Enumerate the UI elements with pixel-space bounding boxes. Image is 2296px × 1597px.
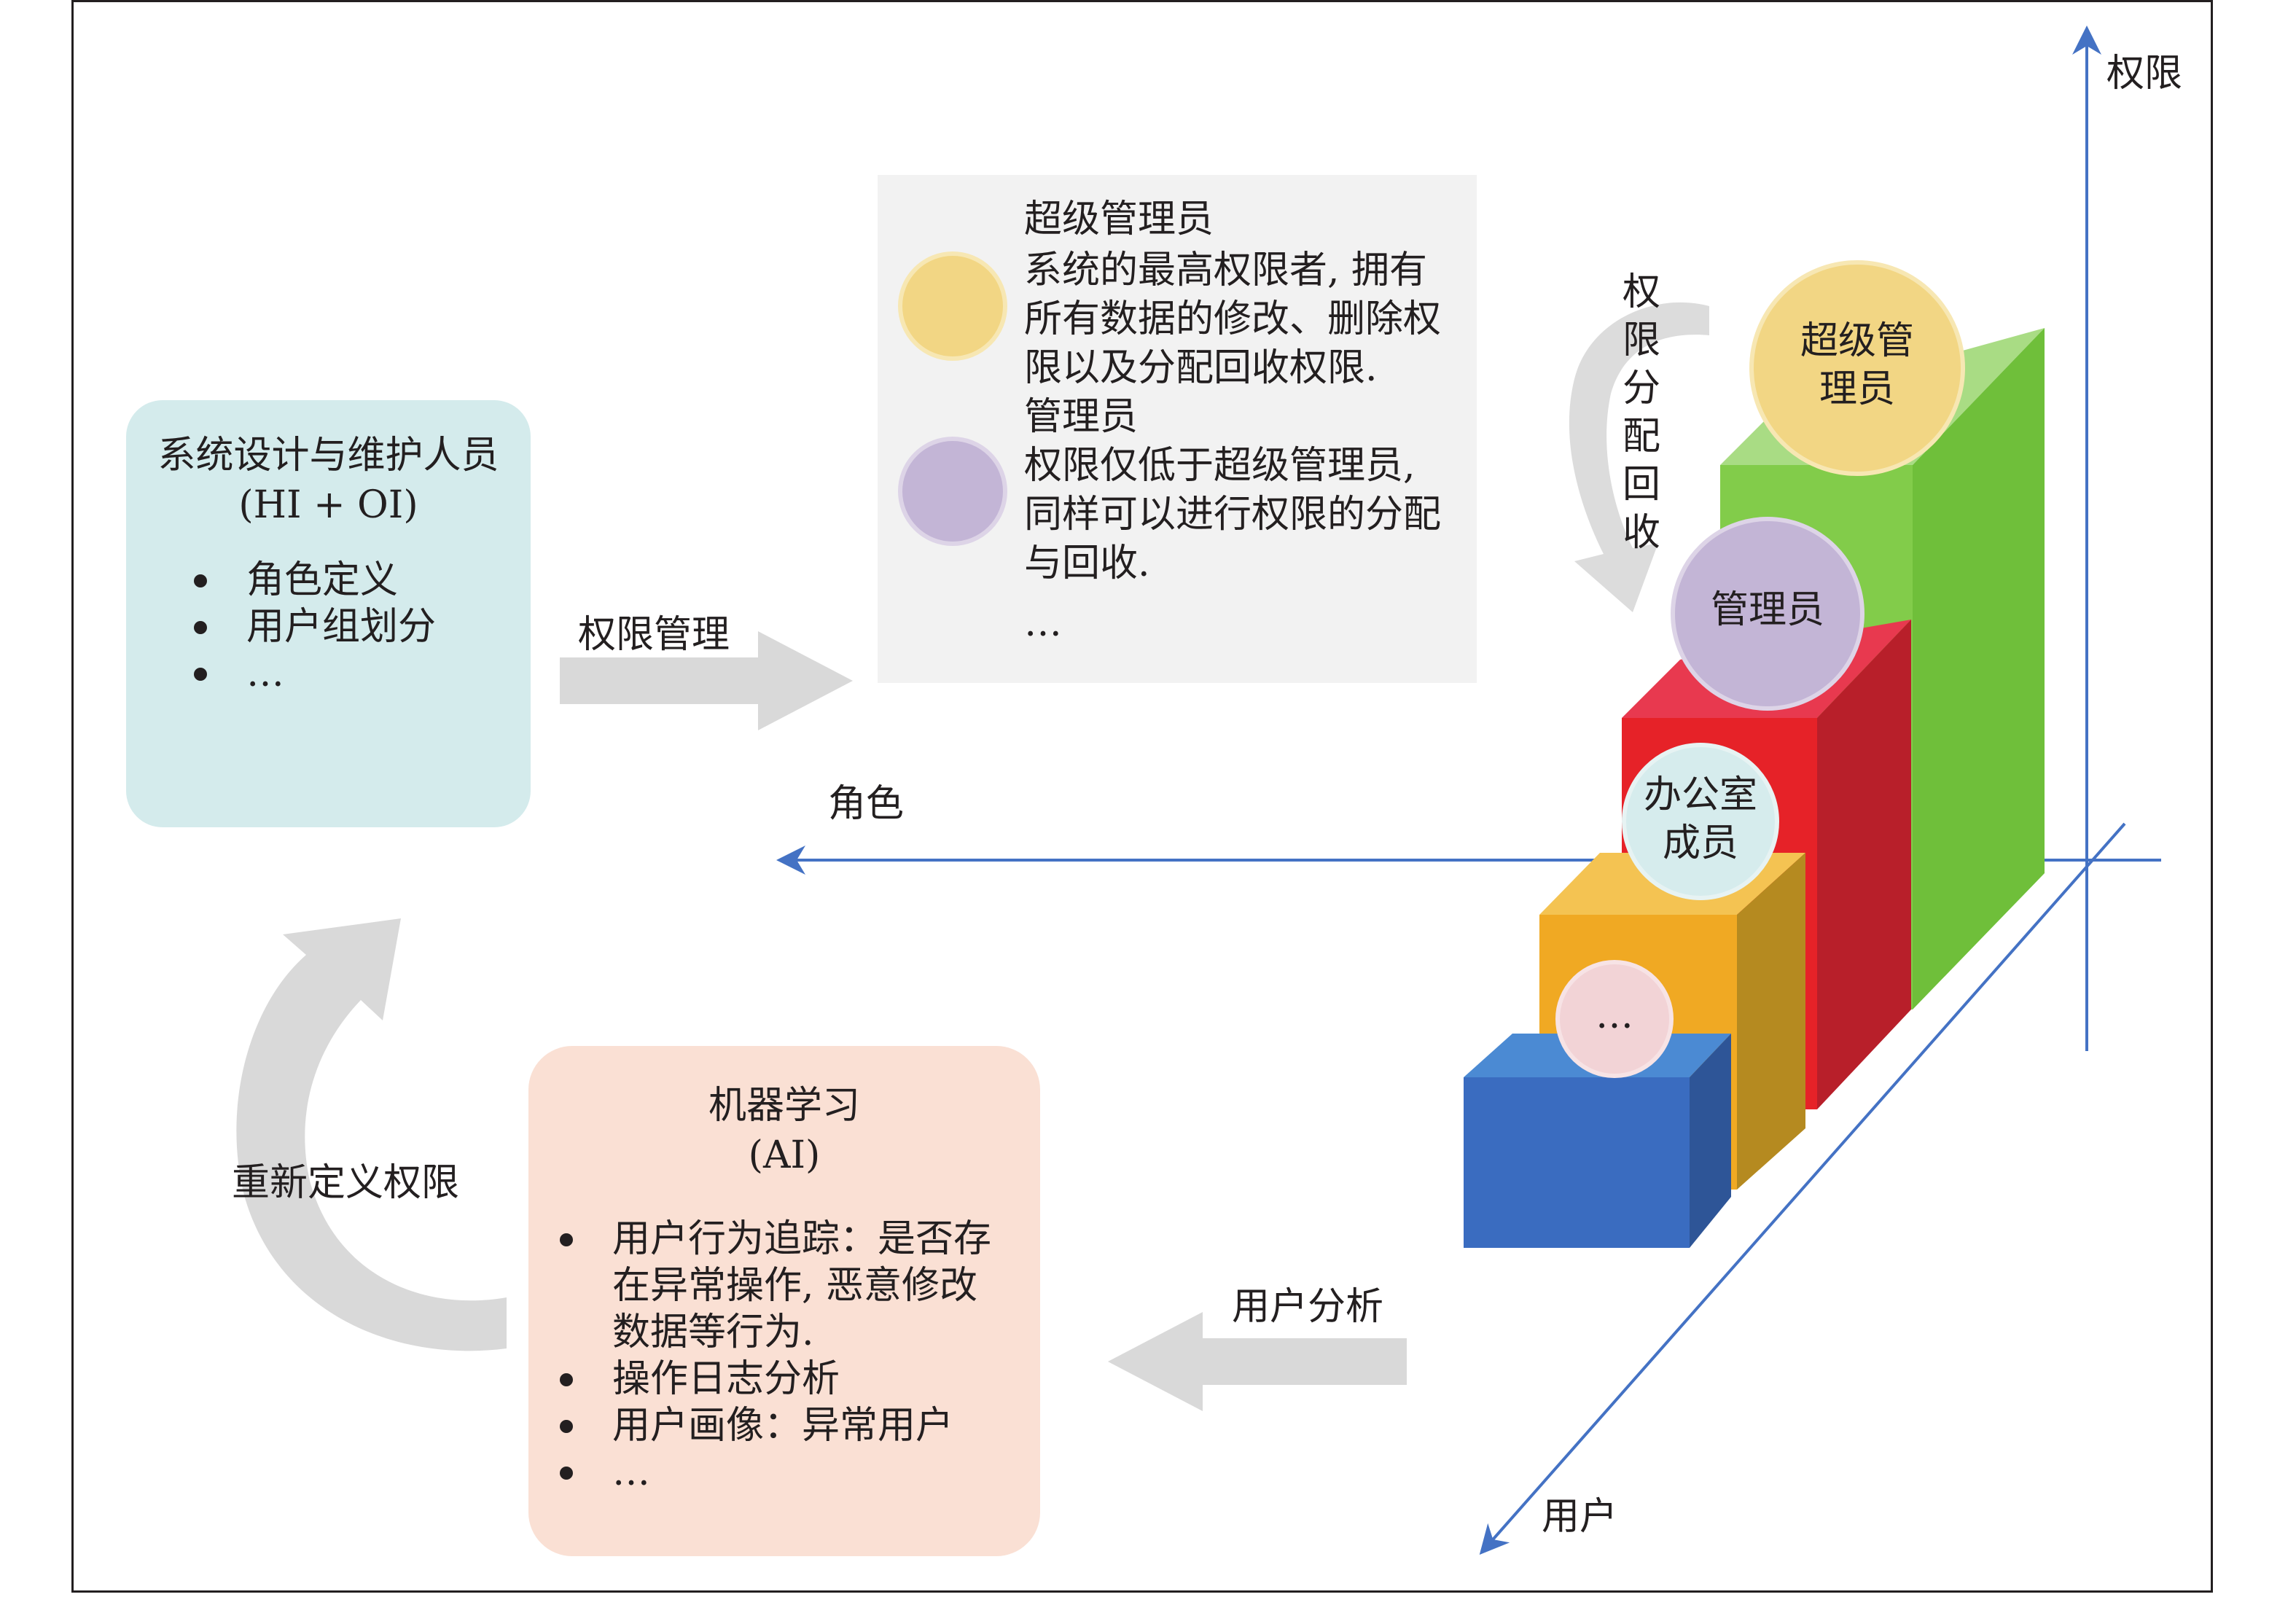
left-box-title: 系统设计与维护人员: [157, 434, 499, 477]
list-item: 用户画像：异常用户: [554, 1402, 991, 1449]
more-circle: [1555, 960, 1674, 1078]
admin-legend-circle: [898, 437, 1007, 546]
admin-desc-line: 同样可以进行权限的分配: [1024, 493, 1442, 536]
admin-title: 管理员: [1024, 395, 1139, 439]
more-circle-label: …: [1596, 993, 1633, 1037]
super-admin-desc-line: 限以及分配回收权限.: [1024, 346, 1378, 390]
super-admin-circle: [1749, 260, 1965, 476]
admin-circle: [1671, 517, 1864, 711]
left-box-list: 角色定义 用户组划分 …: [188, 557, 436, 697]
user-analysis-arrow: [1108, 1312, 1407, 1411]
permission-management-arrow: [560, 631, 853, 730]
office-circle-label: 办公室 成员: [1643, 773, 1757, 865]
role-axis-label: 角色: [828, 782, 905, 826]
super-admin-circle-label: 超级管 理员: [1800, 319, 1914, 411]
ml-box-subtitle: (AI): [748, 1133, 821, 1177]
left-box: [126, 400, 531, 827]
list-item: 用户行为追踪：是否存 在异常操作, 恶意修改 数据等行为.: [554, 1216, 991, 1356]
user-axis: [1479, 822, 2126, 1555]
figure-frame: [71, 0, 2213, 1593]
list-item: …: [554, 1449, 991, 1496]
roles-ellipsis: …: [1024, 601, 1062, 645]
permission-axis-label: 权限: [2106, 52, 2183, 95]
permission-management-label: 权限管理: [578, 613, 730, 657]
super-admin-desc-line: 所有数据的修改、删除权: [1024, 297, 1442, 341]
super-admin-title: 超级管理员: [1024, 198, 1214, 241]
allocate-recycle-arrow: [1569, 302, 1709, 612]
redefine-permission-arrow: [236, 918, 507, 1351]
super-admin-legend-circle: [898, 251, 1007, 361]
user-axis-label: 用户: [1542, 1495, 1618, 1539]
list-item: 角色定义: [188, 557, 436, 604]
redefine-permission-label: 重新定义权限: [232, 1161, 460, 1205]
ml-box-list: 用户行为追踪：是否存 在异常操作, 恶意修改 数据等行为. 操作日志分析 用户画…: [554, 1216, 991, 1496]
ml-box: [528, 1046, 1040, 1556]
list-item: 操作日志分析: [554, 1356, 991, 1402]
user-analysis-label: 用户分析: [1232, 1285, 1384, 1329]
list-item: 用户组划分: [188, 604, 436, 650]
admin-desc-line: 与回收.: [1024, 542, 1150, 585]
super-admin-desc-line: 系统的最高权限者, 拥有: [1024, 249, 1428, 292]
admin-desc-line: 权限仅低于超级管理员,: [1024, 444, 1416, 488]
list-item: …: [188, 650, 436, 697]
ml-box-title: 机器学习: [708, 1084, 860, 1128]
allocate-recycle-label: 权 限 分 配 回 收: [1622, 270, 1660, 555]
office-circle: [1622, 743, 1779, 900]
left-box-subtitle: (HI + OI): [238, 483, 418, 527]
admin-circle-label: 管理员: [1710, 588, 1824, 632]
